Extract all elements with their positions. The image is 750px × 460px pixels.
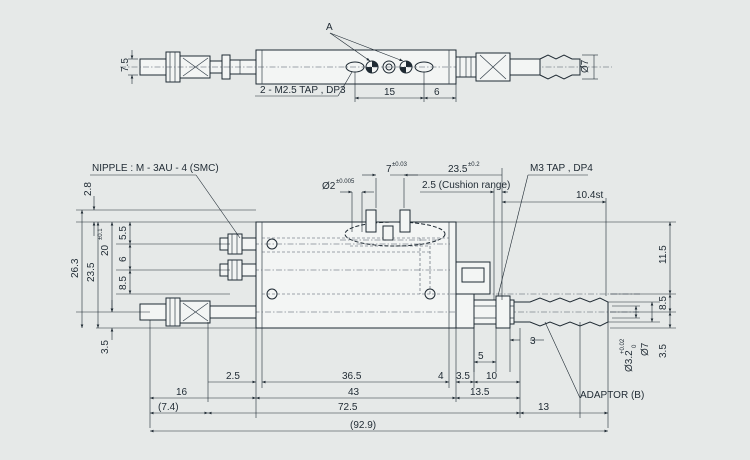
nipple-note: NIPPLE : M - 3AU - 4 (SMC) [92, 163, 219, 174]
side-pin-center [382, 225, 394, 241]
side-pin-left [365, 209, 377, 233]
bottom-dimensions: 2.5 36.5 4 3.5 10 16 43 13.5 (7.4) 72.5 … [149, 320, 609, 433]
tol-20: ±0.1 [98, 228, 104, 240]
dim-3-5-right: 3.5 [658, 344, 669, 358]
dim-23-5-vertical: 23.5 [86, 262, 97, 282]
cushion-range: 2.5 (Cushion range) [422, 180, 510, 191]
top-dim-15: 15 [384, 87, 396, 98]
tol-23-5: ±0.2 [468, 162, 480, 168]
top-hole-center [382, 60, 396, 74]
dim-5-5: 5.5 [118, 226, 129, 240]
dim-3: 3 [530, 336, 536, 347]
bdim-72-5: 72.5 [338, 402, 358, 413]
tol-dia3-2-dn: 0 [632, 344, 638, 348]
dim-2-8: 2.8 [83, 182, 94, 196]
tol-7: ±0.03 [392, 162, 408, 168]
stroke-10-4: 10.4st [576, 190, 603, 201]
side-nipples [219, 233, 257, 281]
bdim-10: 10 [486, 371, 498, 382]
dim-6-left: 6 [118, 256, 129, 262]
dim-3-5-left: 3.5 [100, 340, 111, 354]
bdim-16: 16 [176, 387, 188, 398]
callout-a: A [326, 22, 333, 33]
bdim-36-5: 36.5 [342, 371, 362, 382]
bdim-13-5: 13.5 [470, 387, 490, 398]
bdim-7-4: (7.4) [158, 402, 179, 413]
dim-dia2: Ø2 [322, 181, 336, 192]
tol-dia2: ±0.005 [336, 179, 355, 185]
top-dim-dia7: Ø7 [580, 59, 591, 73]
side-view: 7 ±0.03 23.5 ±0.2 Ø2 ±0.005 2.5 (Cushion… [70, 162, 676, 401]
bdim-43: 43 [348, 387, 360, 398]
adaptor-note: ADAPTOR (B) [580, 390, 644, 401]
top-right-fitting [455, 52, 581, 82]
side-left-fitting [139, 297, 257, 327]
bdim-92-9: (92.9) [350, 420, 376, 431]
dim-8-5-right: 8.5 [658, 296, 669, 310]
side-adaptor [455, 261, 609, 329]
side-cylinder-body [255, 221, 457, 329]
top-dim-7-5: 7.5 [120, 58, 131, 72]
tol-dia3-2-up: +0.02 [620, 338, 626, 354]
side-pin-right [399, 209, 411, 233]
m3-tap-note: M3 TAP , DP4 [530, 163, 593, 174]
dim-23-5: 23.5 [448, 164, 468, 175]
dim-dia3-2: Ø3.2 [624, 350, 635, 372]
dim-dia7-side: Ø7 [640, 342, 651, 356]
top-view: A 7.5 Ø7 2 - M2.5 TAP , DP3 15 6 [120, 22, 612, 102]
top-tap-note: 2 - M2.5 TAP , DP3 [260, 85, 346, 96]
top-dim-6: 6 [434, 87, 440, 98]
bdim-13: 13 [538, 402, 550, 413]
dim-5: 5 [478, 351, 484, 362]
dim-26-3: 26.3 [70, 258, 81, 278]
bdim-4: 4 [438, 371, 444, 382]
dim-11-5: 11.5 [658, 245, 669, 264]
dim-20: 20 [100, 244, 111, 256]
bdim-2-5: 2.5 [226, 371, 240, 382]
dim-7: 7 [386, 164, 392, 175]
bdim-3-5: 3.5 [456, 371, 470, 382]
dim-8-5-left: 8.5 [118, 276, 129, 290]
